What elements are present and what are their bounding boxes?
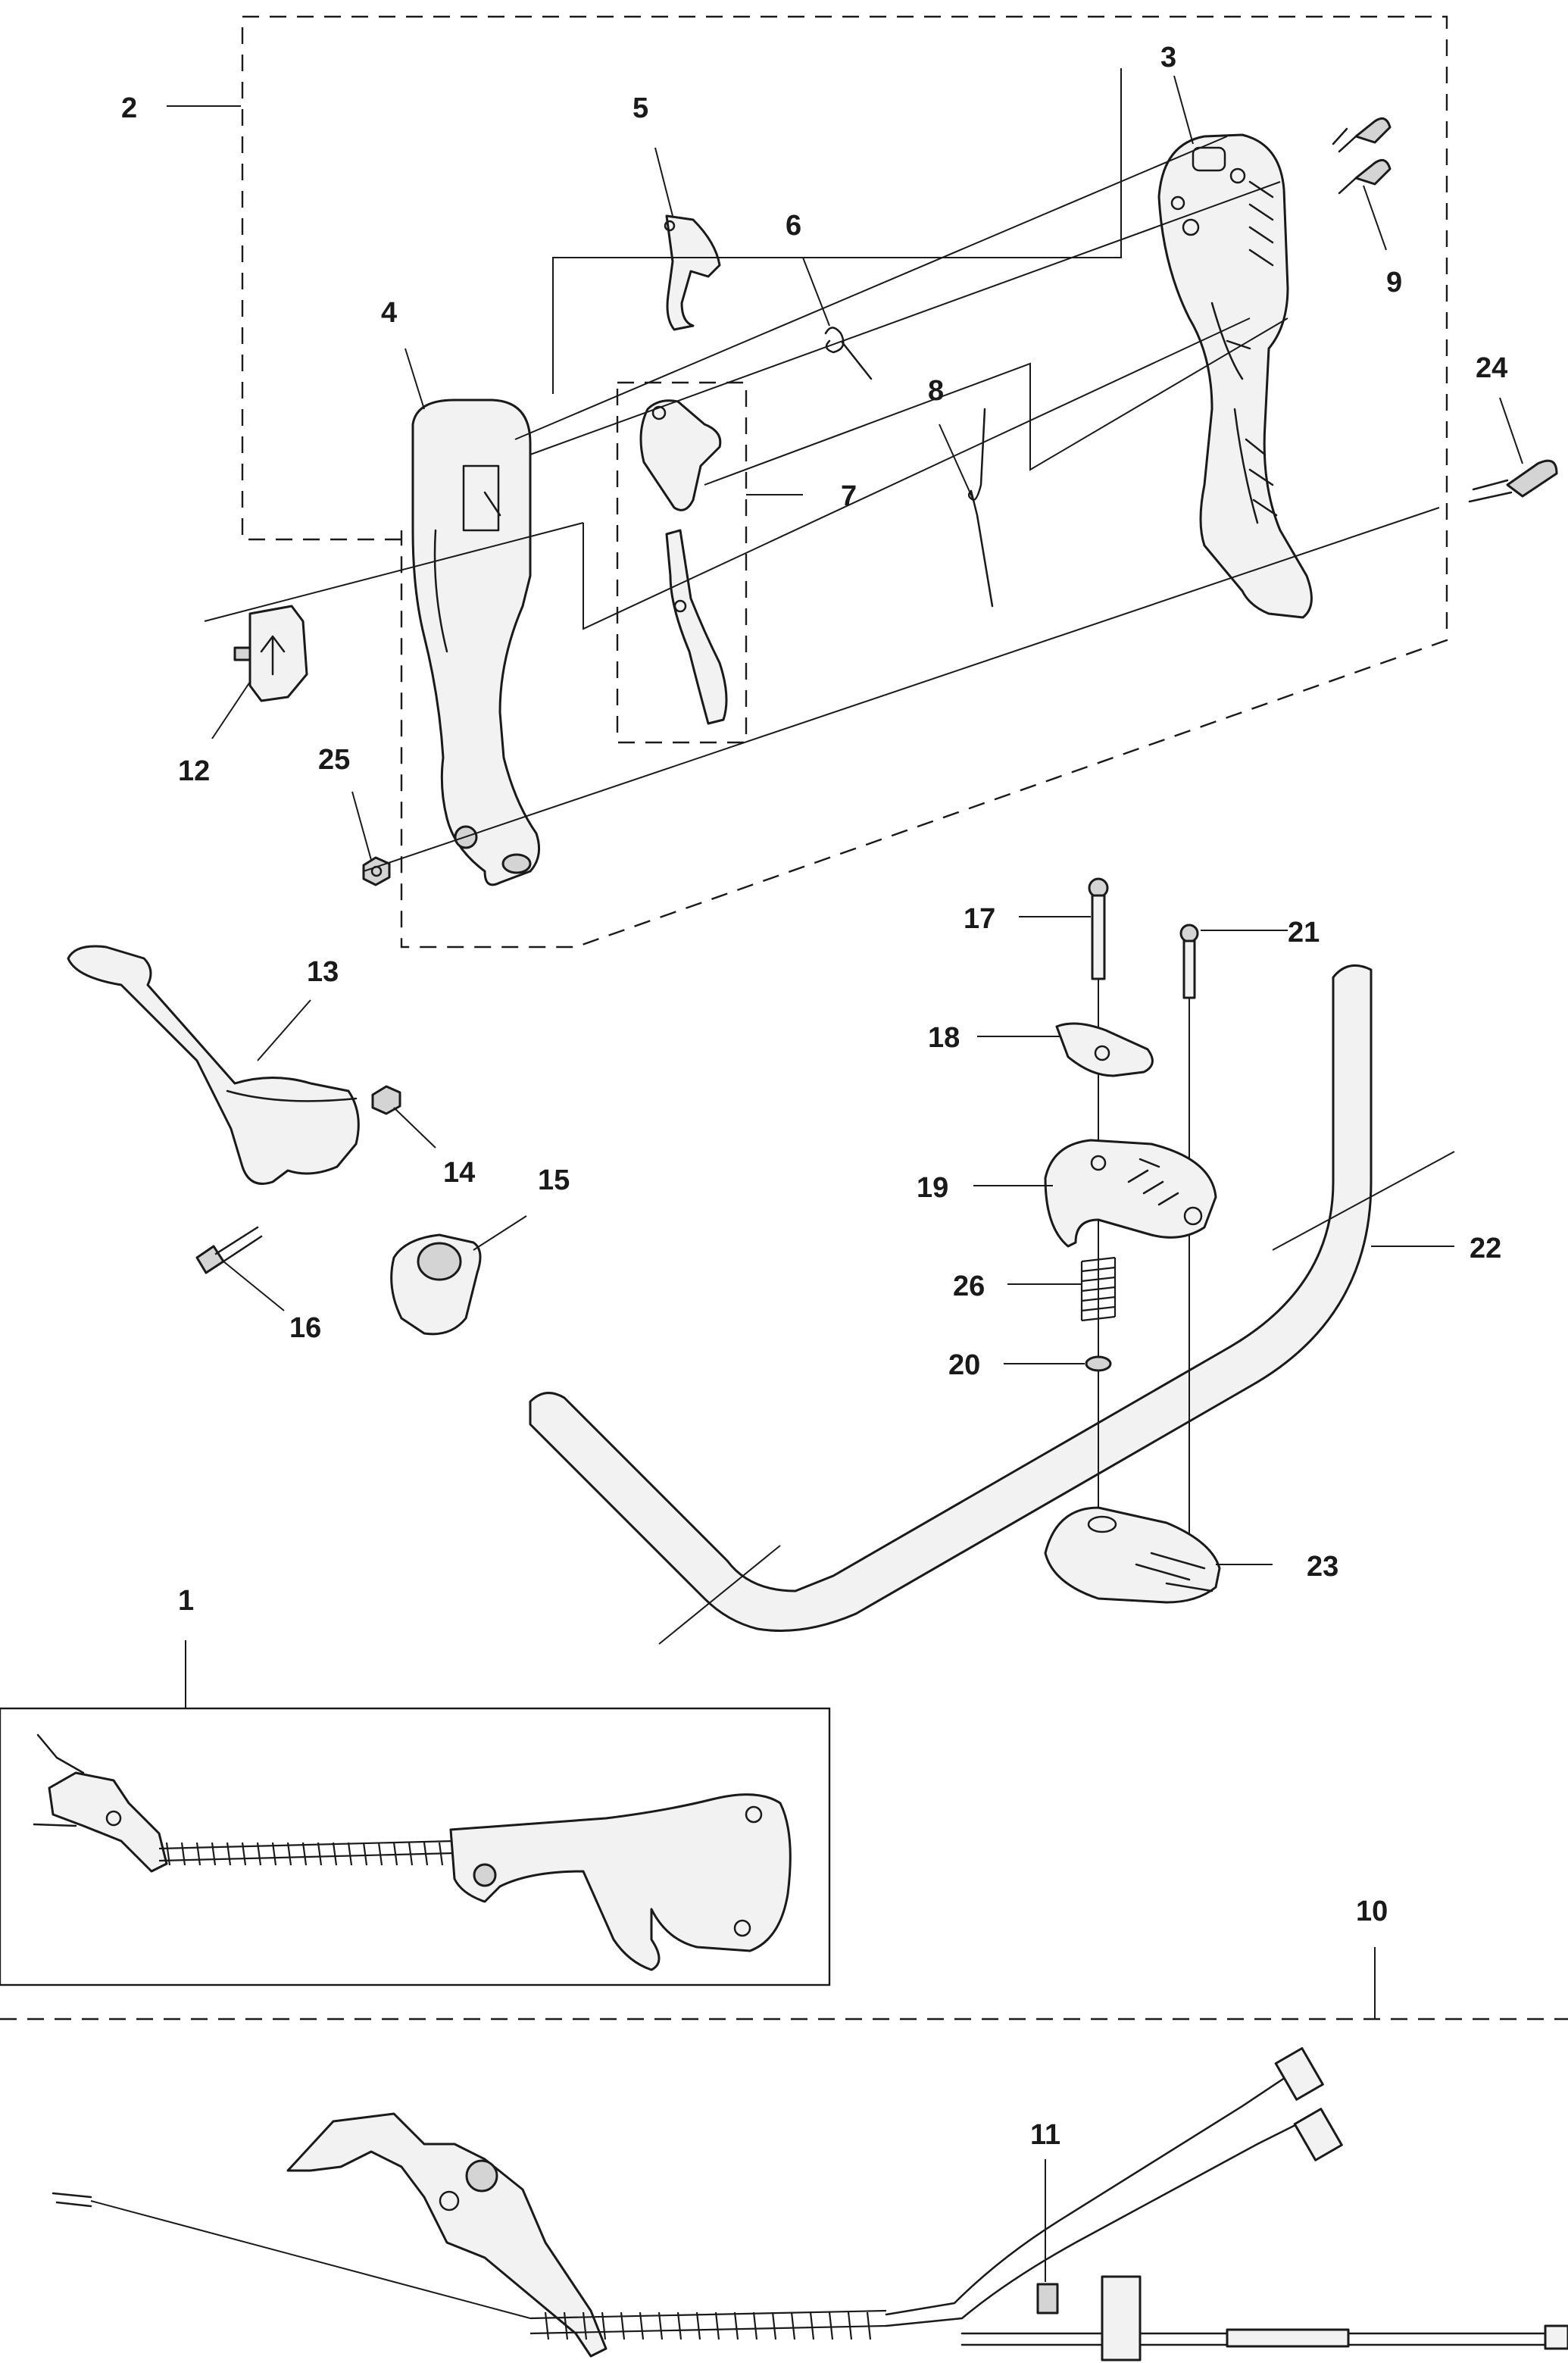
callout-10: 10 bbox=[1356, 1896, 1388, 1927]
part-1-handle-assembly bbox=[33, 1733, 792, 1971]
callout-leaders bbox=[167, 75, 1523, 2282]
part-12-switch bbox=[233, 605, 308, 702]
part-10-throttle-cable bbox=[52, 2047, 1568, 2361]
callout-26: 26 bbox=[953, 1271, 985, 1302]
part-7-trigger-set bbox=[639, 399, 728, 725]
part-13-grip bbox=[67, 945, 360, 1185]
callout-15: 15 bbox=[538, 1164, 570, 1196]
part-22-handlebar-tube bbox=[529, 964, 1455, 1645]
callout-24: 24 bbox=[1476, 352, 1507, 384]
callout-14: 14 bbox=[443, 1157, 475, 1189]
callout-25: 25 bbox=[318, 744, 350, 776]
callout-13: 13 bbox=[307, 956, 339, 988]
callout-19: 19 bbox=[917, 1172, 948, 1204]
callout-1: 1 bbox=[178, 1585, 194, 1617]
callout-4: 4 bbox=[381, 297, 397, 329]
callout-23: 23 bbox=[1307, 1551, 1338, 1583]
assembly-2-frame bbox=[241, 15, 1448, 949]
part-3-handle-half bbox=[1157, 133, 1313, 619]
callout-3: 3 bbox=[1160, 42, 1176, 73]
part-4-handle-half bbox=[411, 399, 541, 886]
callout-5: 5 bbox=[633, 92, 648, 124]
callout-9: 9 bbox=[1386, 267, 1402, 299]
callout-22: 22 bbox=[1470, 1233, 1501, 1264]
part-9-screws bbox=[1332, 117, 1392, 195]
callout-7: 7 bbox=[841, 480, 857, 512]
callout-6: 6 bbox=[786, 210, 801, 242]
part-25-nut bbox=[362, 856, 391, 886]
callout-20: 20 bbox=[948, 1349, 980, 1381]
part-15-clamp bbox=[390, 1233, 482, 1336]
part-5-lever bbox=[664, 214, 721, 331]
part-8-wire bbox=[967, 408, 994, 608]
callout-18: 18 bbox=[928, 1022, 960, 1054]
part-14-nut bbox=[371, 1085, 401, 1115]
part-24-screw bbox=[1468, 459, 1558, 503]
part-6-spring bbox=[824, 327, 873, 380]
assembly-lines bbox=[204, 68, 1440, 872]
parts-17-to-23-clamp-stack bbox=[1044, 877, 1221, 1604]
part-16-screw bbox=[195, 1226, 263, 1274]
callout-8: 8 bbox=[928, 375, 944, 407]
callout-2: 2 bbox=[121, 92, 137, 124]
assembly-1-box bbox=[0, 1707, 831, 1986]
callout-12: 12 bbox=[178, 755, 210, 787]
callout-numbers: 2 3 5 6 4 9 8 24 7 12 25 13 17 21 18 14 … bbox=[121, 42, 1507, 2151]
callout-11: 11 bbox=[1030, 2119, 1060, 2151]
callout-21: 21 bbox=[1288, 917, 1320, 949]
callout-17: 17 bbox=[964, 903, 995, 935]
callout-16: 16 bbox=[289, 1312, 321, 1344]
